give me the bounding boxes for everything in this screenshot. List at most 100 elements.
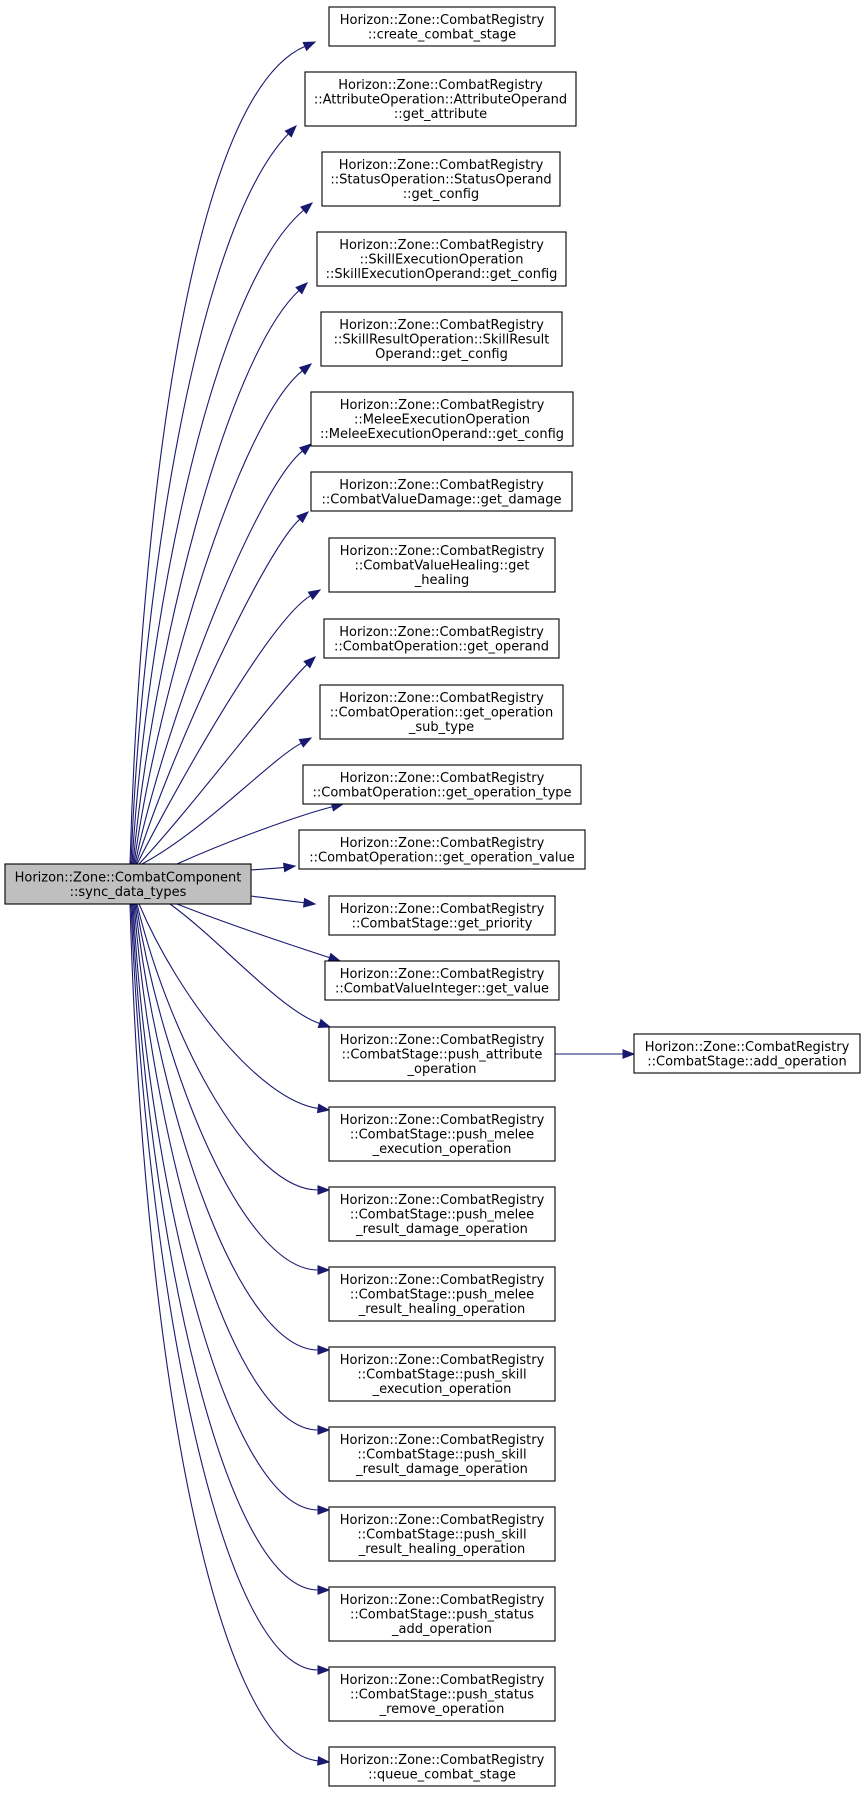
- callee-node-17-label-line: Horizon::Zone::CombatRegistry: [340, 1273, 545, 1288]
- callee-node-18-label-line: Horizon::Zone::CombatRegistry: [340, 1353, 545, 1368]
- edge-to-secondary-arrowhead: [622, 1049, 636, 1059]
- edge-to-callee-12: [250, 895, 305, 904]
- edge-to-callee-13: [176, 903, 330, 959]
- callee-node-4[interactable]: Horizon::Zone::CombatRegistry::SkillResu…: [320, 311, 563, 367]
- edge-to-callee-11: [250, 866, 285, 871]
- callee-node-22-label-line: _remove_operation: [379, 1702, 505, 1717]
- edge-to-callee-14: [169, 903, 320, 1024]
- callee-node-0-label-line: ::create_combat_stage: [368, 27, 516, 42]
- callee-node-8-box: [323, 618, 560, 659]
- callee-node-16-box: [328, 1186, 556, 1242]
- callee-node-5-label-line: ::MeleeExecutionOperation: [354, 413, 530, 428]
- callee-node-7[interactable]: Horizon::Zone::CombatRegistry::CombatVal…: [328, 537, 556, 593]
- callee-node-13-label-line: Horizon::Zone::CombatRegistry: [340, 967, 545, 982]
- callee-node-17-label-line: _result_healing_operation: [358, 1302, 526, 1317]
- callee-node-10[interactable]: Horizon::Zone::CombatRegistry::CombatOpe…: [302, 764, 582, 805]
- callee-node-9[interactable]: Horizon::Zone::CombatRegistry::CombatOpe…: [319, 684, 564, 740]
- callee-node-5-label-line: Horizon::Zone::CombatRegistry: [340, 398, 545, 413]
- callee-node-5[interactable]: Horizon::Zone::CombatRegistry::MeleeExec…: [310, 391, 574, 447]
- callee-node-22-label-line: Horizon::Zone::CombatRegistry: [340, 1673, 545, 1688]
- edge-to-callee-7: [136, 595, 311, 865]
- callee-node-13[interactable]: Horizon::Zone::CombatRegistry::CombatVal…: [324, 960, 560, 1001]
- edge-to-callee-3-arrowhead: [295, 282, 309, 295]
- edge-to-callee-0-arrowhead: [302, 41, 317, 52]
- callee-node-3-label-line: ::SkillExecutionOperand::get_config: [326, 267, 558, 282]
- callee-node-11-label-line: ::CombatOperation::get_operation_value: [309, 850, 575, 865]
- callee-node-12-label-line: ::CombatStage::get_priority: [352, 916, 533, 931]
- callee-node-2-label-line: Horizon::Zone::CombatRegistry: [339, 158, 544, 173]
- edge-to-callee-23-arrowhead: [317, 1755, 331, 1766]
- callee-node-8[interactable]: Horizon::Zone::CombatRegistry::CombatOpe…: [323, 618, 560, 659]
- edge-to-callee-1-arrowhead: [284, 124, 297, 138]
- root-node-sync-data-types[interactable]: Horizon::Zone::CombatComponent::sync_dat…: [4, 863, 252, 905]
- edge-to-callee-19-arrowhead: [317, 1425, 331, 1435]
- callee-node-18-box: [328, 1346, 556, 1402]
- callee-node-14[interactable]: Horizon::Zone::CombatRegistry::CombatSta…: [328, 1026, 556, 1082]
- callee-node-20-label-line: _result_healing_operation: [358, 1542, 526, 1557]
- callee-node-18[interactable]: Horizon::Zone::CombatRegistry::CombatSta…: [328, 1346, 556, 1402]
- callee-node-12-label-line: Horizon::Zone::CombatRegistry: [340, 902, 545, 917]
- callee-node-23-label-line: Horizon::Zone::CombatRegistry: [340, 1753, 545, 1768]
- callee-node-1-box: [304, 71, 577, 127]
- edge-to-callee-9-arrowhead: [298, 737, 313, 748]
- edge-to-callee-14-arrowhead: [317, 1018, 332, 1028]
- root-node-sync-data-types-label-line: ::sync_data_types: [70, 885, 187, 900]
- callee-node-3[interactable]: Horizon::Zone::CombatRegistry::SkillExec…: [316, 231, 567, 287]
- edge-to-callee-22: [130, 903, 319, 1671]
- edge-to-callee-22-arrowhead: [317, 1665, 331, 1675]
- secondary-node-add-operation-label-line: Horizon::Zone::CombatRegistry: [645, 1040, 850, 1055]
- callee-node-9-label-line: Horizon::Zone::CombatRegistry: [339, 691, 544, 706]
- edge-to-callee-5: [134, 450, 303, 865]
- edge-to-callee-5-arrowhead: [298, 443, 313, 456]
- edge-to-callee-21-arrowhead: [317, 1585, 331, 1595]
- edge-to-callee-20-arrowhead: [317, 1505, 331, 1515]
- callee-node-21-box: [328, 1586, 556, 1642]
- edge-to-callee-6-arrowhead: [296, 511, 310, 524]
- callee-node-16[interactable]: Horizon::Zone::CombatRegistry::CombatSta…: [328, 1186, 556, 1242]
- secondary-node-add-operation[interactable]: Horizon::Zone::CombatRegistry::CombatSta…: [633, 1033, 861, 1074]
- edge-to-callee-21: [131, 903, 319, 1591]
- edge-to-callee-8: [138, 664, 308, 865]
- callee-node-6-label-line: Horizon::Zone::CombatRegistry: [339, 478, 544, 493]
- callee-node-5-label-line: ::MeleeExecutionOperand::get_config: [320, 427, 564, 442]
- callee-node-11[interactable]: Horizon::Zone::CombatRegistry::CombatOpe…: [298, 829, 586, 870]
- callee-node-9-label-line: ::CombatOperation::get_operation: [330, 706, 554, 721]
- callee-node-0[interactable]: Horizon::Zone::CombatRegistry::create_co…: [328, 6, 556, 47]
- callee-node-22[interactable]: Horizon::Zone::CombatRegistry::CombatSta…: [328, 1666, 556, 1722]
- edge-to-callee-7-arrowhead: [307, 589, 322, 601]
- callee-node-20-label-line: ::CombatStage::push_skill: [357, 1528, 526, 1543]
- callee-node-20[interactable]: Horizon::Zone::CombatRegistry::CombatSta…: [328, 1506, 556, 1562]
- callee-node-23-box: [328, 1746, 556, 1787]
- secondary-node-add-operation-label-line: ::CombatStage::add_operation: [647, 1054, 846, 1069]
- edge-to-callee-23: [129, 903, 319, 1762]
- callee-node-21-label-line: _add_operation: [391, 1622, 492, 1637]
- callee-node-15[interactable]: Horizon::Zone::CombatRegistry::CombatSta…: [328, 1106, 556, 1162]
- callee-node-19[interactable]: Horizon::Zone::CombatRegistry::CombatSta…: [328, 1426, 556, 1482]
- edge-to-callee-18-arrowhead: [317, 1345, 331, 1355]
- callee-node-10-label-line: ::CombatOperation::get_operation_type: [312, 785, 571, 800]
- callee-node-21[interactable]: Horizon::Zone::CombatRegistry::CombatSta…: [328, 1586, 556, 1642]
- callee-node-10-box: [302, 764, 582, 805]
- callee-node-12[interactable]: Horizon::Zone::CombatRegistry::CombatSta…: [328, 895, 556, 936]
- callee-node-6[interactable]: Horizon::Zone::CombatRegistry::CombatVal…: [310, 471, 573, 512]
- callee-node-12-box: [328, 895, 556, 936]
- callee-node-19-label-line: Horizon::Zone::CombatRegistry: [340, 1433, 545, 1448]
- callee-node-14-label-line: Horizon::Zone::CombatRegistry: [340, 1033, 545, 1048]
- edge-to-callee-4: [133, 370, 303, 865]
- callee-node-22-box: [328, 1666, 556, 1722]
- callee-node-1[interactable]: Horizon::Zone::CombatRegistry::Attribute…: [304, 71, 577, 127]
- root-node-sync-data-types-box: [4, 863, 252, 905]
- edge-to-callee-15: [138, 903, 319, 1109]
- callee-node-5-box: [310, 391, 574, 447]
- callee-node-7-label-line: ::CombatValueHealing::get: [354, 559, 529, 574]
- callee-node-17[interactable]: Horizon::Zone::CombatRegistry::CombatSta…: [328, 1266, 556, 1322]
- callee-node-4-box: [320, 311, 563, 367]
- callee-node-1-label-line: ::AttributeOperation::AttributeOperand: [314, 93, 567, 108]
- callee-node-1-label-line: ::get_attribute: [394, 107, 487, 122]
- nodes-layer: Horizon::Zone::CombatComponent::sync_dat…: [4, 6, 861, 1787]
- callee-node-2[interactable]: Horizon::Zone::CombatRegistry::StatusOpe…: [321, 151, 561, 207]
- callee-node-20-label-line: Horizon::Zone::CombatRegistry: [340, 1513, 545, 1528]
- callee-node-23[interactable]: Horizon::Zone::CombatRegistry::queue_com…: [328, 1746, 556, 1787]
- edge-to-callee-16: [136, 903, 319, 1191]
- callee-node-13-label-line: ::CombatValueInteger::get_value: [335, 981, 549, 996]
